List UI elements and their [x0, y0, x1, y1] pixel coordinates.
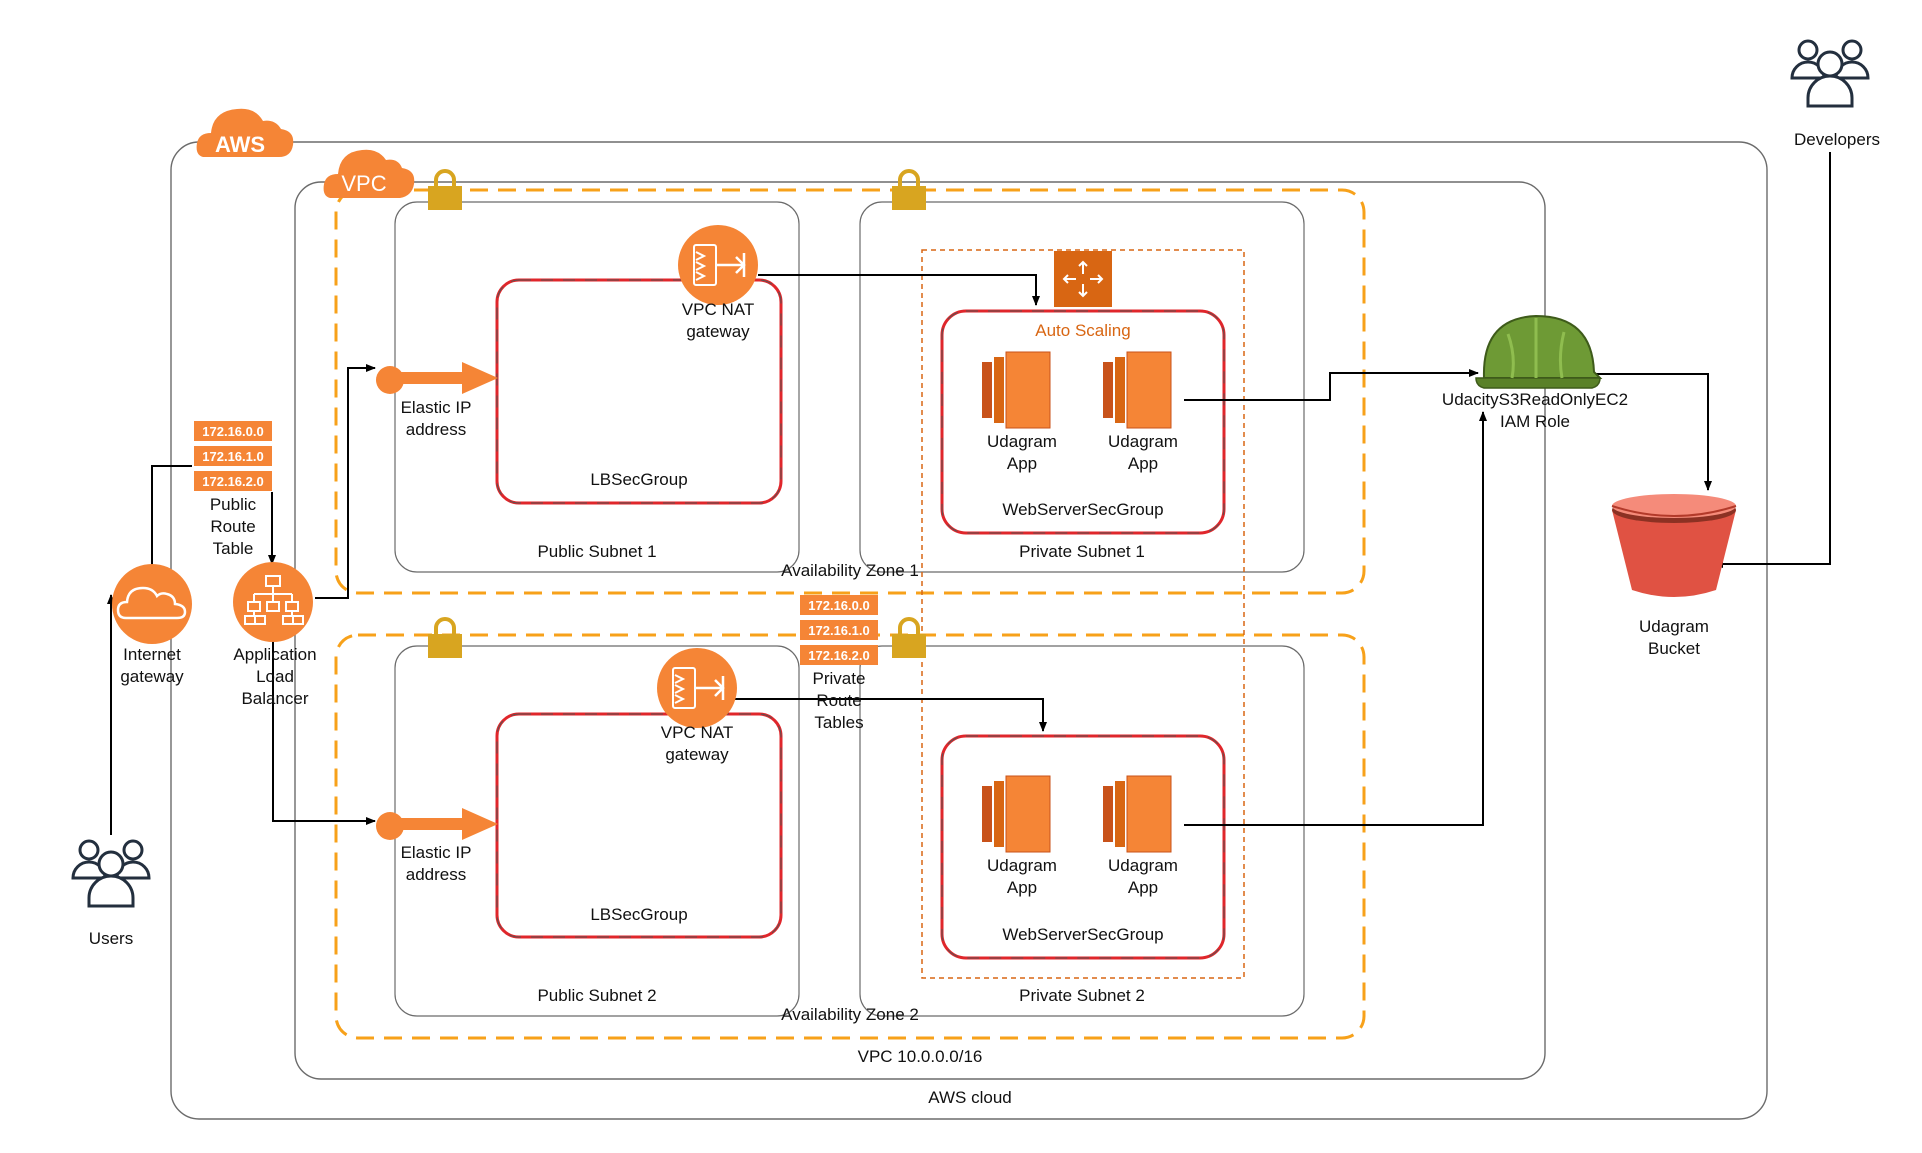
private-subnet-1-label: Private Subnet 1 [1019, 542, 1145, 561]
ec2-app-icon-2a [981, 775, 1051, 853]
webserver-security-group-2-label: WebServerSecGroup [1002, 925, 1163, 944]
nat-gateway-icon-1 [678, 225, 758, 305]
public-route-cidr-2: 172.16.2.0 [202, 474, 263, 489]
vpc-badge-label: VPC [341, 171, 386, 196]
users-label: Users [89, 929, 133, 948]
public-route-table-icon: 172.16.0.0 172.16.1.0 172.16.2.0 [194, 421, 272, 491]
autoscaling-group [921, 249, 1245, 979]
public-route-cidr-1: 172.16.1.0 [202, 449, 263, 464]
aws-cloud-label: AWS cloud [928, 1088, 1011, 1107]
lb-security-group-1-label: LBSecGroup [590, 470, 687, 489]
iam-role-icon [1475, 314, 1603, 389]
lock-icon-public-subnet-1 [426, 169, 464, 212]
private-route-cidr-0: 172.16.0.0 [808, 598, 869, 613]
lock-icon-public-subnet-2 [426, 617, 464, 660]
aws-cloud-container [170, 141, 1768, 1120]
autoscaling-icon [1054, 251, 1112, 307]
webserver-security-group-2 [940, 734, 1226, 960]
webserver-security-group-1 [940, 309, 1226, 535]
private-route-tables-icon: 172.16.0.0 172.16.1.0 172.16.2.0 [800, 595, 878, 665]
connector-alb-eip1 [315, 364, 376, 599]
private-route-cidr-2: 172.16.2.0 [808, 648, 869, 663]
connector-app1-iam [1184, 369, 1479, 401]
lb-security-group-2 [495, 712, 783, 939]
elastic-ip-icon-2 [376, 808, 498, 840]
s3-bucket-icon [1611, 494, 1737, 597]
connector-developers-bucket [1713, 152, 1831, 568]
public-subnet-2 [394, 645, 800, 1017]
connector-iam-bucket [1581, 373, 1712, 491]
internet-gateway-icon [112, 564, 192, 644]
az2-label: Availability Zone 2 [781, 1005, 919, 1024]
ec2-app-icon-1a [981, 351, 1051, 429]
elastic-ip-icon-1 [376, 362, 498, 394]
vpc-badge: VPC [323, 149, 415, 198]
public-route-cidr-0: 172.16.0.0 [202, 424, 263, 439]
aws-cloud-badge: AWS [196, 108, 294, 157]
aws-badge-label: AWS [215, 132, 265, 157]
availability-zone-1 [334, 188, 1366, 595]
lock-icon-private-subnet-2 [890, 617, 928, 660]
connector-igw-routetable [151, 465, 192, 568]
private-subnet-2 [859, 645, 1305, 1017]
nat-gateway-icon-2 [657, 648, 737, 728]
vpc-label: VPC 10.0.0.0/16 [858, 1047, 983, 1066]
ec2-app-icon-1b [1102, 351, 1172, 429]
ec2-app-icon-2b [1102, 775, 1172, 853]
connector-app2-iam [1184, 411, 1487, 826]
autoscaling-label: Auto Scaling [1035, 321, 1130, 340]
az1-label: Availability Zone 1 [781, 561, 919, 580]
lb-security-group-1 [495, 278, 783, 505]
connector-nat2-webgroup2 [735, 698, 1047, 732]
connector-nat1-autoscaling [758, 274, 1040, 306]
public-subnet-1-label: Public Subnet 1 [537, 542, 656, 561]
public-subnet-2-label: Public Subnet 2 [537, 986, 656, 1005]
private-subnet-2-label: Private Subnet 2 [1019, 986, 1145, 1005]
developers-icon [1790, 39, 1870, 108]
developers-label: Developers [1794, 130, 1880, 149]
webserver-security-group-1-label: WebServerSecGroup [1002, 500, 1163, 519]
private-route-cidr-1: 172.16.1.0 [808, 623, 869, 638]
connector-alb-eip2 [272, 640, 376, 825]
application-load-balancer-icon [233, 562, 313, 642]
lb-security-group-2-label: LBSecGroup [590, 905, 687, 924]
lock-icon-private-subnet-1 [890, 169, 928, 212]
private-subnet-1 [859, 201, 1305, 573]
users-icon [71, 839, 151, 908]
